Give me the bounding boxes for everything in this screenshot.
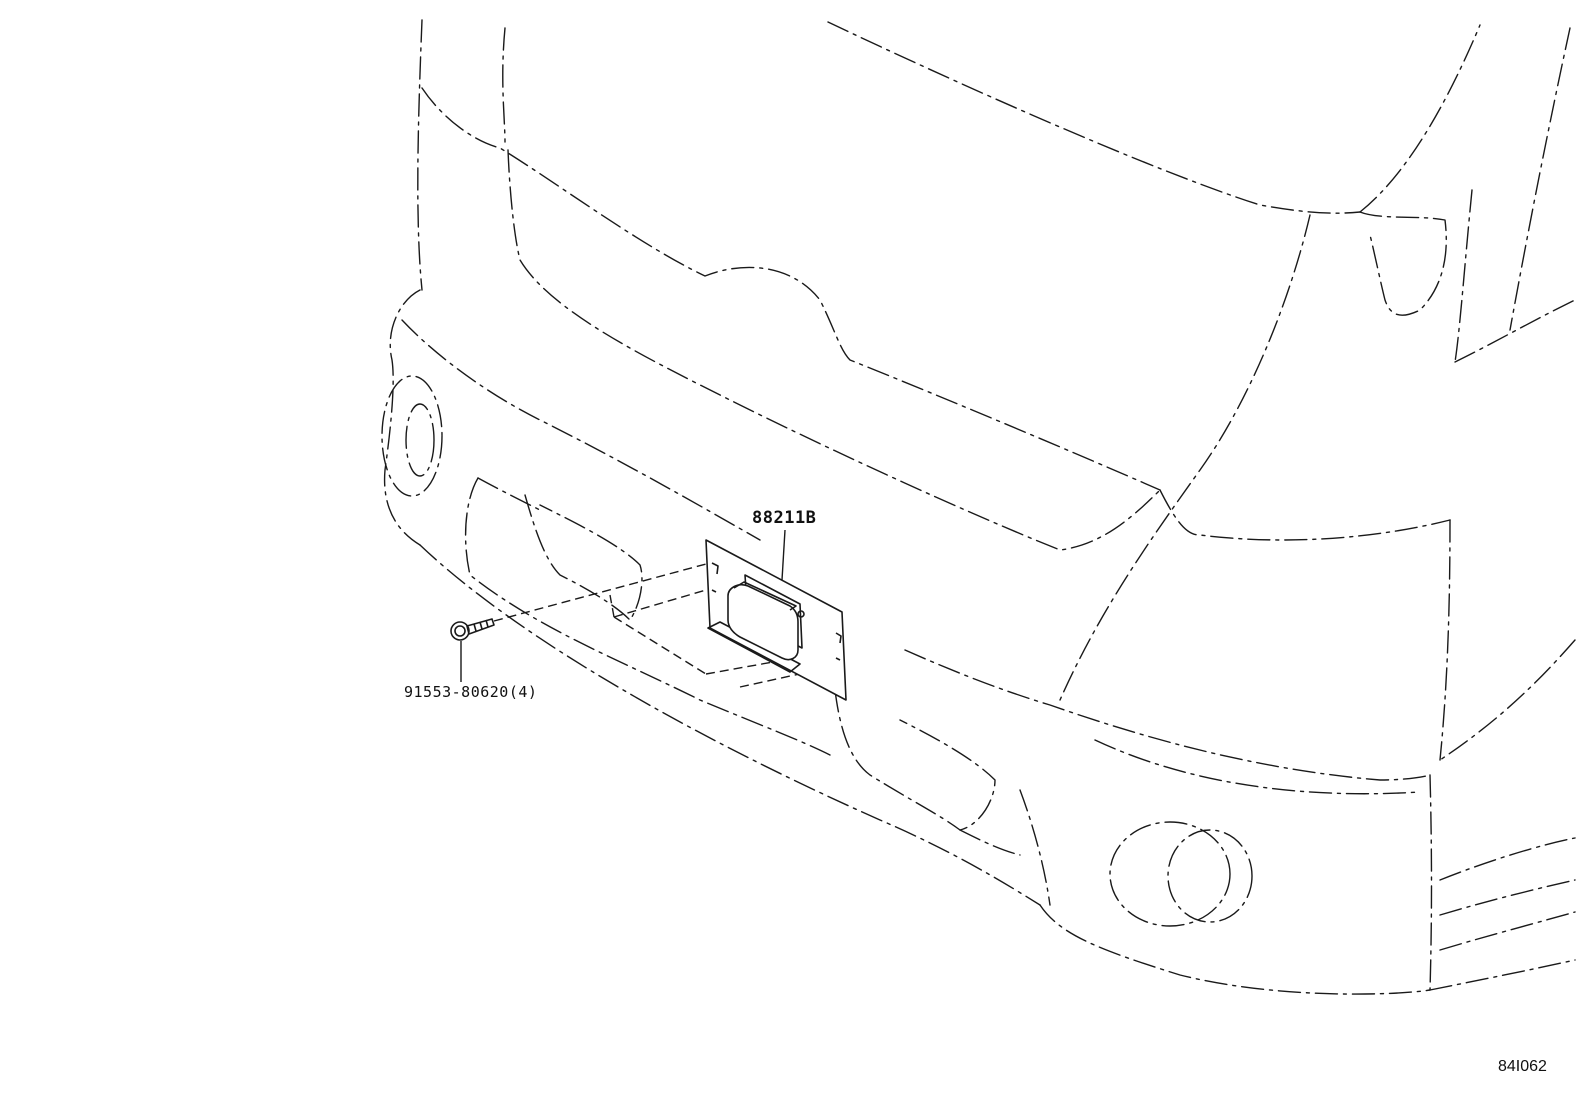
radar-sensor-bracket-icon (705, 529, 847, 701)
vehicle-outline (381, 19, 1576, 995)
part-number-label-bolt: 91553-80620(4) (404, 683, 538, 701)
bolt-icon (450, 618, 495, 682)
illustration-id-label: 84I062 (1498, 1058, 1547, 1075)
part-number-label-88211b: 88211B (752, 508, 817, 528)
